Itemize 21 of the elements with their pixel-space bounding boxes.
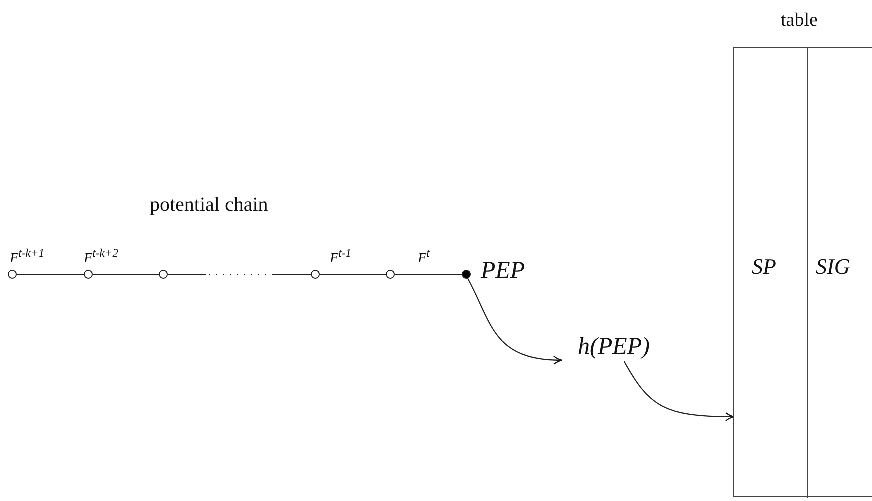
edge-label: F$^{t}$ (418, 246, 430, 268)
filled-dot (462, 270, 471, 279)
table-heading: table (781, 10, 818, 32)
chain-line (17, 274, 84, 276)
edge-label: F$^{t-1}$ (330, 246, 352, 268)
open-circle (84, 270, 93, 279)
open-circle (311, 270, 320, 279)
chain-line (168, 274, 311, 276)
open-circle (159, 270, 168, 279)
column-label: SP (752, 254, 776, 280)
column-label: SIG (816, 254, 850, 280)
open-circle (386, 270, 395, 279)
point-label: PEP (481, 258, 525, 285)
open-circle (8, 270, 17, 279)
chain-line (93, 274, 159, 276)
edge-label: F$^{t-k+2}$ (84, 246, 119, 268)
formula-label: h(PEP) (562, 326, 666, 368)
chain-heading: potential chain (150, 194, 268, 217)
edge-label: F$^{t-k+1}$ (10, 246, 45, 268)
chain-line (320, 274, 386, 276)
chain-line (395, 274, 462, 276)
